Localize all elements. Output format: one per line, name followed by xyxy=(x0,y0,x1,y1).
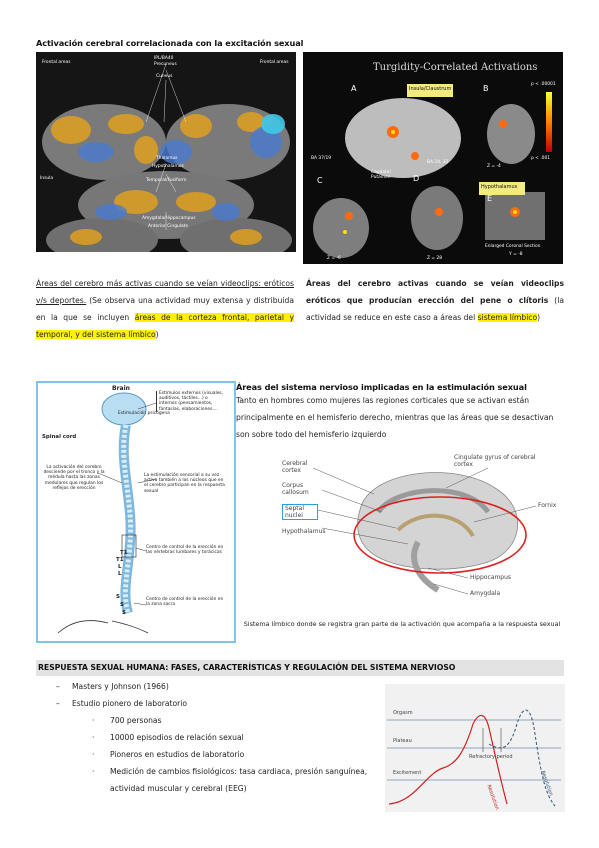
limbic-hippocampus: Hippocampus xyxy=(470,574,512,581)
paragraph-right-bold: Áreas del cerebro activas cuando se veía… xyxy=(306,279,564,305)
spine-cord-label: Spinal cord xyxy=(42,434,77,440)
chart-label-refractory: Refractory period xyxy=(469,754,513,760)
paragraph-right: Áreas del cerebro activas cuando se veía… xyxy=(306,275,564,326)
label-ba2432: BA 24, 32 xyxy=(427,160,449,165)
list-item: ·700 personas xyxy=(92,716,162,725)
label-b: B xyxy=(483,84,489,93)
spine-diagram: Brain Estimulación psicógena Estímulos e… xyxy=(36,381,236,643)
chart-label-excitement: Excitement xyxy=(393,770,422,776)
label-e: E xyxy=(487,194,493,203)
label-frontal-left: Frontal areas xyxy=(42,60,71,65)
label-cuneus: Cuneus xyxy=(156,74,173,79)
label-insula-claustrum: Insula/Claustrum xyxy=(409,86,452,92)
paragraph-left: Áreas del cerebro más activas cuando se … xyxy=(36,275,294,343)
limbic-fornix: Fornix xyxy=(538,502,557,509)
chart-label-orgasm: Orgasm xyxy=(393,710,413,716)
label-caudate: Caudate/ Putamen xyxy=(371,170,391,181)
fmri-turgidity-image: Turgidity-Correlated Activations A Insul… xyxy=(303,52,563,264)
limbic-caption: Sistema límbico donde se registra gran p… xyxy=(243,620,561,628)
sub-bullet-medicion: Medición de cambios fisiológicos: tasa c… xyxy=(110,767,368,793)
sexual-response-chart: Orgasm Plateau Excitement Refractory per… xyxy=(385,684,565,812)
spine-stimuli: Estímulos externos (visuales, auditivos,… xyxy=(156,391,227,412)
label-z-c: Z = -6 xyxy=(327,256,341,261)
limbic-amygdala: Amygdala xyxy=(470,590,501,597)
paragraph-right-close: ) xyxy=(537,313,541,322)
fmri-right-title: Turgidity-Correlated Activations xyxy=(373,62,538,73)
spine-center-thoracic: Centro de control de la erección en las … xyxy=(146,545,224,556)
paragraph-right-highlight: sistema límbico xyxy=(477,313,538,322)
bullet-masters: Masters y Johnson (1966) xyxy=(72,682,169,691)
paragraph-left-underlined: Áreas del cerebro más activas cuando se … xyxy=(36,279,294,305)
list-item: ·10000 episodios de relación sexual xyxy=(92,733,244,742)
chart-label-plateau: Plateau xyxy=(393,738,412,744)
label-y: Y = -8 xyxy=(509,252,523,257)
spine-s1: S xyxy=(116,594,120,600)
label-p-top: p < .00001 xyxy=(531,82,556,87)
spine-psychogenic: Estimulación psicógena xyxy=(118,411,170,416)
nervous-text: Tanto en hombres como mujeres las region… xyxy=(236,396,554,439)
spine-l2: L xyxy=(118,571,122,577)
label-ba3719: BA 37/19 xyxy=(311,156,332,161)
label-hypothalamus-right: Hypothalamus xyxy=(481,184,518,190)
label-enlarged: Enlarged Coronal Section xyxy=(485,244,541,249)
spine-center-sacral: Centro de control de la erección en la z… xyxy=(146,597,224,608)
label-anterior-cingulate: Anterior Cingulate xyxy=(148,224,189,229)
spine-s3: S xyxy=(122,610,126,616)
sub-bullet-pioneros: Pioneros en estudios de laboratorio xyxy=(110,750,245,759)
fmri-brain-surface-image: IPL/BA40 Precuneus Cuneus Frontal areas … xyxy=(36,52,296,252)
list-item: –Estudio pionero de laboratorio xyxy=(56,699,188,708)
label-z-d: Z = 28 xyxy=(427,256,443,261)
label-thalamus: Thalamus xyxy=(156,156,178,161)
spine-activation: La activación del cerebro desciende por … xyxy=(43,465,105,491)
limbic-cerebral-cortex: Cerebral cortex xyxy=(282,460,308,474)
label-amygdala: Amygdala/Hippocampus xyxy=(142,216,196,221)
sub-bullet-episodios: 10000 episodios de relación sexual xyxy=(110,733,244,742)
section-heading: RESPUESTA SEXUAL HUMANA: FASES, CARACTER… xyxy=(38,663,456,672)
limbic-cingulate: Cingulate gyrus of cerebral cortex xyxy=(454,454,536,468)
spine-t1b: T1 xyxy=(116,557,124,563)
section-heading-bar: RESPUESTA SEXUAL HUMANA: FASES, CARACTER… xyxy=(36,660,564,676)
list-item: –Masters y Johnson (1966) xyxy=(56,682,169,691)
label-insula: Insula xyxy=(40,176,54,181)
label-temporal: Temporal/Fusiform xyxy=(146,178,187,183)
list-item: ·Pioneros en estudios de laboratorio xyxy=(92,750,245,759)
sub-bullet-personas: 700 personas xyxy=(110,716,162,725)
limbic-septal-nuclei: Septal nuclei xyxy=(282,504,318,520)
limbic-corpus-callosum: Corpus callosum xyxy=(282,482,309,496)
label-ipl: IPL/BA40 xyxy=(154,56,174,61)
label-c: C xyxy=(317,176,323,185)
label-frontal-right: Frontal areas xyxy=(260,60,289,65)
label-hypothalamus: Hypothalamus xyxy=(152,164,184,169)
paragraph-right-text: (la actividad se reduce en este caso a á… xyxy=(306,296,565,322)
label-z-b: Z = -4 xyxy=(487,164,501,169)
limbic-system-figure: Cerebral cortex Corpus callosum Septal n… xyxy=(278,450,578,605)
nervous-heading: Áreas del sistema nervioso implicadas en… xyxy=(236,382,527,392)
label-a: A xyxy=(351,84,357,93)
spine-t1: T1 xyxy=(120,550,128,556)
spine-l1: L xyxy=(118,564,122,570)
label-p-bottom: p < .001 xyxy=(531,156,551,161)
spine-sensory: La estimulación sensorial a su vez activ… xyxy=(144,473,225,494)
bullet-estudio: Estudio pionero de laboratorio xyxy=(72,699,188,708)
spine-brain-label: Brain xyxy=(112,385,130,392)
list-item: ·Medición de cambios fisiológicos: tasa … xyxy=(92,763,372,797)
label-precuneus: Precuneus xyxy=(154,62,177,67)
label-d: D xyxy=(413,174,420,183)
limbic-hypothalamus: Hypothalamus xyxy=(282,528,326,535)
paragraph-left-close: ) xyxy=(155,330,159,339)
paragraph-left-text: (Se observa una actividad muy extensa y … xyxy=(36,296,294,322)
page-title: Activación cerebral correlacionada con l… xyxy=(36,38,304,48)
spine-s2: S xyxy=(120,602,124,608)
